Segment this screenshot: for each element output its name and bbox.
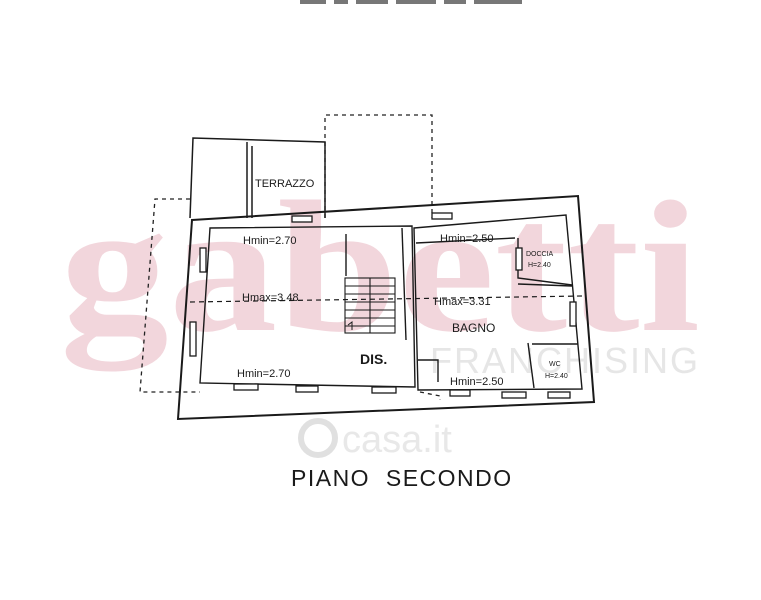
floor-title: PIANO SECONDO <box>291 465 513 491</box>
shower-label: DOCCIA <box>526 251 554 258</box>
terrace <box>189 137 326 219</box>
cropped-top-text <box>300 0 522 4</box>
shower-height: H=2.40 <box>528 262 551 269</box>
height-left-mid: Hmax=3.48 <box>242 292 299 304</box>
roof-ridge-line <box>189 295 583 303</box>
brand-watermark: gabetti <box>60 162 700 372</box>
height-left-top: Hmin=2.70 <box>243 235 297 247</box>
height-right-bottom: Hmin=2.50 <box>450 376 504 388</box>
bathroom-label: BAGNO <box>452 321 495 335</box>
outer-walls <box>176 194 596 421</box>
hallway-label: DIS. <box>360 351 387 367</box>
terrace-label: TERRAZZO <box>255 178 315 190</box>
height-right-top: Hmin=2.50 <box>440 233 494 245</box>
stairs <box>344 277 396 334</box>
room-labels: TERRAZZO Hmin=2.70 Hmax=3.48 Hmin=2.70 D… <box>237 178 568 388</box>
wc-label: WC <box>549 361 561 368</box>
brand-watermark-text: gabetti <box>60 162 700 372</box>
casa-logo-icon <box>298 418 338 458</box>
height-right-mid: Hmax=3.31 <box>434 296 491 308</box>
portal-watermark: casa.it <box>298 418 452 461</box>
height-left-bottom: Hmin=2.70 <box>237 368 291 380</box>
windows <box>189 212 577 399</box>
wc-height: H=2.40 <box>545 373 568 380</box>
portal-watermark-text: casa.it <box>342 419 452 461</box>
franchising-watermark: FRANCHISING <box>430 340 700 381</box>
